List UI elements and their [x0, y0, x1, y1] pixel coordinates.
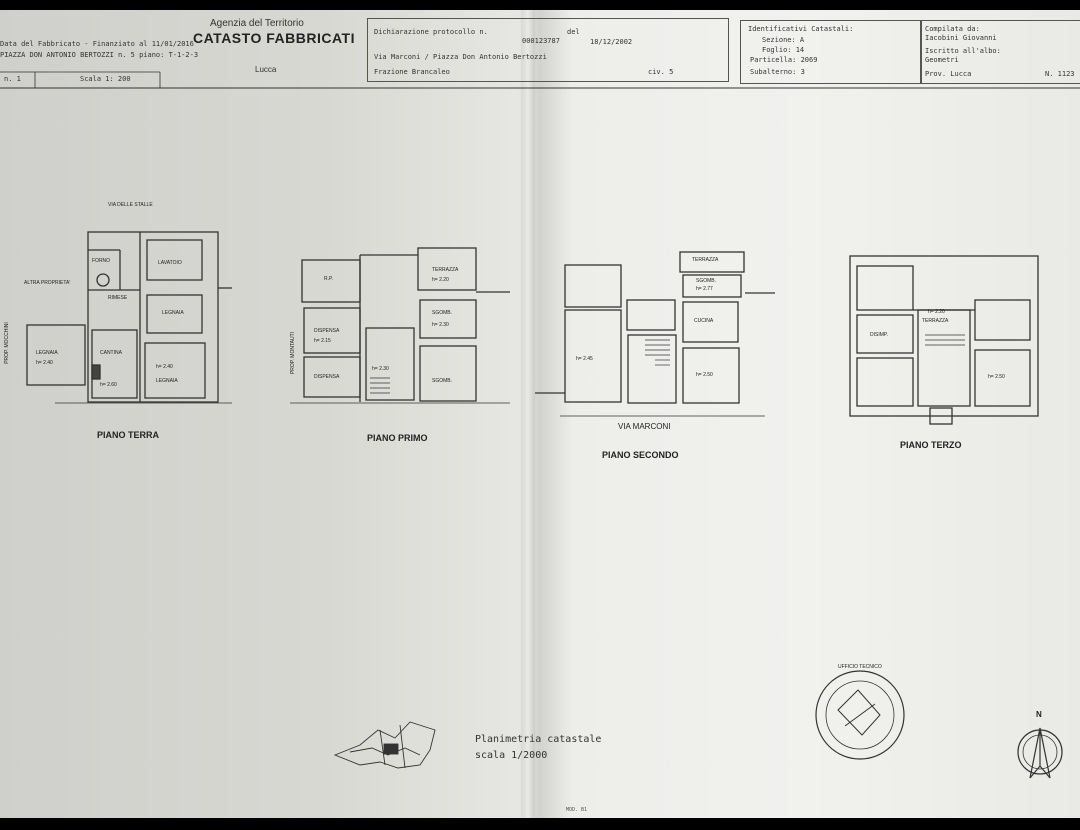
room-label: DISPENSA: [314, 328, 340, 334]
particella: Particella: 2069: [750, 56, 818, 64]
subalterno: Subalterno: 3: [750, 68, 805, 76]
del-label: del: [567, 28, 580, 36]
footer-code: MOD. B1: [566, 807, 588, 813]
room-label: SGOMB.: [432, 310, 453, 316]
plan-title-terra: PIANO TERRA: [97, 430, 160, 440]
compilata-name: Iacobini Giovanni: [925, 34, 997, 42]
identificativi-box: [740, 20, 922, 84]
room-label: R.P.: [324, 276, 334, 282]
room-label: LAVATOIO: [158, 260, 182, 266]
page-fold: [521, 10, 535, 818]
frazione: Frazione Brancaleo: [374, 68, 450, 76]
iscritto-label: Iscritto all'albo:: [925, 47, 1001, 55]
height-label: h= 2.40: [36, 360, 53, 366]
height-label: h= 2.30: [372, 366, 389, 372]
room-label: ALTRA PROPRIETA': [24, 280, 71, 286]
civico: civ. 5: [648, 68, 674, 76]
height-label: h= 2.50: [988, 374, 1005, 380]
room-label: RIMESE: [108, 295, 128, 301]
plan-title-primo: PIANO PRIMO: [367, 433, 428, 443]
numero: N. 1123: [1045, 70, 1075, 78]
height-label: h= 2.20: [928, 309, 945, 315]
north-icon: N: [1036, 710, 1042, 719]
room-label: DISIMP.: [870, 332, 888, 338]
stamp-seal: UFFICIO TECNICO: [838, 664, 882, 670]
room-label: TERRAZZA: [922, 318, 949, 324]
room-label: LEGNAIA: [156, 378, 178, 384]
planimetria-scale: scala 1/2000: [475, 750, 548, 761]
height-label: h= 2.15: [314, 338, 331, 344]
height-label: h= 2.45: [576, 356, 593, 362]
sheet-number: n. 1: [4, 75, 21, 83]
room-label: LEGNAIA: [36, 350, 58, 356]
room-label: DISPENSA: [314, 374, 340, 380]
agency-name: Agenzia del Territorio: [210, 18, 304, 29]
iscritto-value: Geometri: [925, 56, 959, 64]
room-label: CANTINA: [100, 350, 122, 356]
city-name: Lucca: [255, 65, 277, 74]
compilata-box: [920, 20, 1080, 84]
street-label-stalle: VIA DELLE STALLE: [108, 202, 153, 208]
sezione: Sezione: A: [762, 36, 805, 44]
left-margin-label: PROP. MOCCHINI: [3, 322, 10, 364]
header-left-line1: Data del Fabbricato - Finanziato al 11/0…: [0, 40, 194, 48]
room-label: SGOMB.: [432, 378, 453, 384]
dichiarazione-number: 000123787: [522, 37, 560, 45]
foglio: Foglio: 14: [762, 46, 805, 54]
height-label: h= 2.77: [696, 286, 713, 292]
dichiarazione-date: 18/12/2002: [590, 38, 633, 46]
identificativi-title: Identificativi Catastali:: [748, 25, 854, 33]
floor-plan-sheet: Agenzia del Territorio CATASTO FABBRICAT…: [0, 10, 1080, 818]
plan-title-secondo: PIANO SECONDO: [602, 450, 679, 460]
dichiarazione-box: [367, 18, 729, 82]
catasto-title: CATASTO FABBRICATI: [193, 30, 355, 46]
side-label-montauti: PROP. MONTAUTI: [290, 331, 297, 375]
height-label: h= 2.40: [156, 364, 173, 370]
plan-title-terzo: PIANO TERZO: [900, 440, 962, 450]
plan-drawings: [0, 71, 1080, 779]
height-label: h= 2.30: [432, 322, 449, 328]
compilata-label: Compilata da:: [925, 25, 980, 33]
room-label: LEGNAIA: [162, 310, 184, 316]
provincia: Prov. Lucca: [925, 70, 972, 78]
header-left-line2: PIAZZA DON ANTONIO BERTOZZI n. 5 piano: …: [0, 51, 199, 59]
room-label: SGOMB.: [696, 278, 717, 284]
scale-label: Scala 1: 200: [80, 75, 131, 83]
height-label: h= 2.60: [100, 382, 117, 388]
room-label: FORNO: [92, 258, 111, 264]
room-label: TERRAZZA: [692, 257, 719, 263]
room-label: TERRAZZA: [432, 267, 459, 273]
address-line: Via Marconi / Piazza Don Antonio Bertozz…: [374, 53, 547, 61]
room-label: CUCINA: [694, 318, 714, 324]
planimetria-caption: Planimetria catastale: [475, 734, 602, 745]
dichiarazione-label: Dichiarazione protocollo n.: [374, 28, 488, 36]
height-label: h= 2.50: [696, 372, 713, 378]
street-label-marconi: VIA MARCONI: [618, 422, 671, 431]
height-label: h= 2.20: [432, 277, 449, 283]
